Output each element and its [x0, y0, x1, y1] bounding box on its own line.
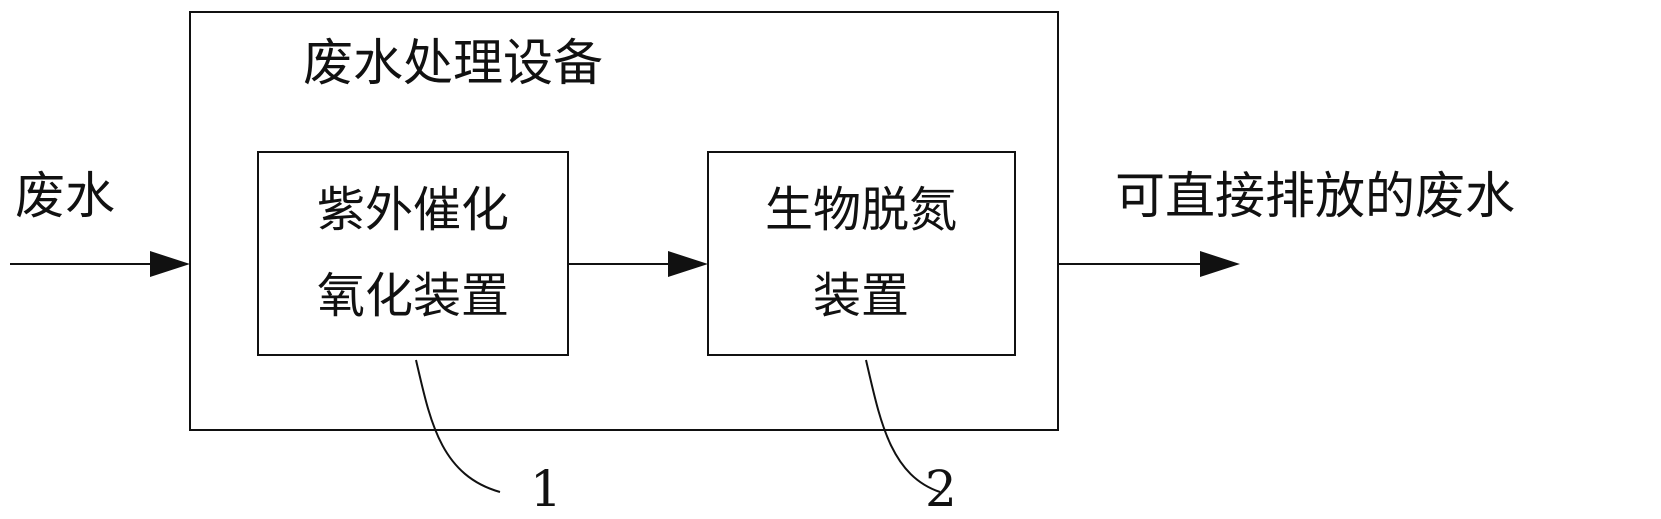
treatment-equipment-title: 废水处理设备 — [303, 34, 603, 92]
device-connector-arrowhead — [668, 251, 708, 277]
device-1-reference-number: 1 — [530, 460, 562, 518]
input-wastewater-label: 废水 — [15, 167, 115, 225]
input-flow-arrowhead — [150, 251, 190, 277]
biological-denitrification-line-1: 生物脱氮 — [765, 182, 957, 238]
device-2-reference-number: 2 — [925, 460, 957, 518]
output-flow-arrowhead — [1200, 251, 1240, 277]
biological-denitrification-device-box — [707, 151, 1016, 356]
uv-catalytic-oxidation-line-1: 紫外催化 — [317, 182, 509, 238]
device-1-leader-line — [415, 359, 501, 493]
uv-catalytic-oxidation-line-2: 氧化装置 — [317, 268, 509, 324]
device-2-leader-line — [865, 359, 941, 493]
uv-catalytic-oxidation-device-box — [257, 151, 569, 356]
output-dischargeable-wastewater-label: 可直接排放的废水 — [1115, 167, 1515, 225]
biological-denitrification-line-2: 装置 — [813, 268, 909, 324]
